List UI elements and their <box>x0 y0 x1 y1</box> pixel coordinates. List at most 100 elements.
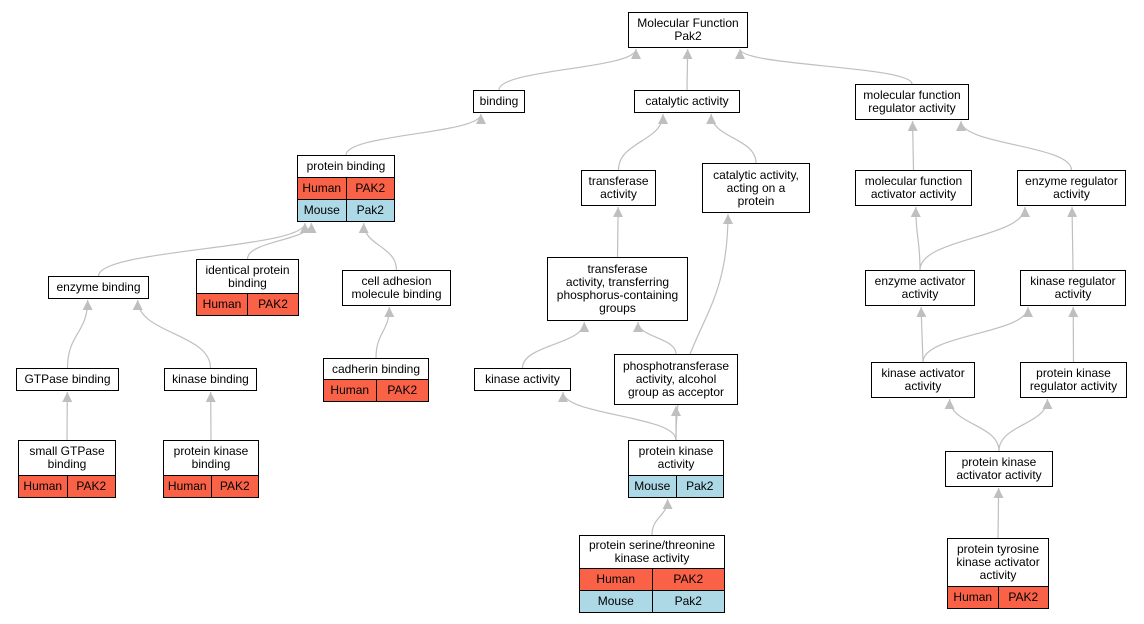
edge-pk-to-kinact <box>558 391 677 441</box>
gene-label: PAK2 <box>247 294 298 315</box>
node-catalytic-activity[interactable]: catalytic activity <box>634 90 740 113</box>
node-label: kinase binding <box>172 372 249 386</box>
node-protein-kinase-activator-activity[interactable]: protein kinase activator activity <box>945 451 1053 487</box>
ortholog-row-human: Human PAK2 <box>324 379 428 401</box>
edge-enzact-to-mfact <box>910 206 921 271</box>
gene-label: Pak2 <box>651 591 725 612</box>
node-transferase-activity[interactable]: transferase activity <box>581 170 656 206</box>
node-cell-adhesion-molecule-binding[interactable]: cell adhesion molecule binding <box>342 270 451 306</box>
node-cadherin-binding[interactable]: cadherin binding Human PAK2 <box>323 358 429 402</box>
node-label: kinase activator activity <box>881 366 965 393</box>
gene-label: PAK2 <box>375 380 429 401</box>
node-label: cell adhesion molecule binding <box>351 274 442 301</box>
node-label: protein binding <box>306 159 386 173</box>
edge-kinreg-to-enzreg <box>1067 206 1078 271</box>
node-label: small GTPase binding <box>29 444 105 471</box>
edge-enzact-to-enzreg <box>919 206 1030 271</box>
edge-pk-to-catprot <box>675 213 733 441</box>
node-label: protein kinase regulator activity <box>1029 366 1118 393</box>
node-phosphotransferase-activity[interactable]: phosphotransferase activity, alcohol gro… <box>614 354 738 405</box>
node-kinase-binding[interactable]: kinase binding <box>164 368 257 391</box>
species-label: Human <box>302 181 342 195</box>
node-label: enzyme regulator activity <box>1025 174 1118 201</box>
ortholog-row-human: Human PAK2 <box>19 475 115 497</box>
species-label: Human <box>330 383 370 397</box>
node-protein-kinase-regulator-activity[interactable]: protein kinase regulator activity <box>1020 362 1127 398</box>
node-label: enzyme binding <box>56 280 141 294</box>
gene-label: PAK2 <box>651 569 725 590</box>
node-protein-kinase-activity[interactable]: protein kinase activity Mouse Pak2 <box>628 440 724 498</box>
node-label: transferase activity <box>588 174 649 201</box>
node-label: kinase activity <box>485 372 560 386</box>
node-small-gtpase-binding[interactable]: small GTPase binding Human PAK2 <box>18 440 116 498</box>
node-label: kinase regulator activity <box>1030 274 1116 301</box>
edge-mfreg-to-mf <box>735 48 913 85</box>
gene-label: Pak2 <box>675 476 724 497</box>
node-transferase-phosphorus[interactable]: transferase activity, transferring phosp… <box>547 257 688 321</box>
edge-transfp-to-transf <box>613 206 624 258</box>
ortholog-row-human: Human PAK2 <box>298 177 394 199</box>
node-label: protein serine/threonine kinase activity <box>588 538 716 565</box>
edge-pkactv-to-pkreg <box>998 398 1053 452</box>
node-protein-kinase-binding[interactable]: protein kinase binding Human PAK2 <box>163 440 259 498</box>
gene-label: PAK2 <box>66 476 116 497</box>
gene-label: PAK2 <box>345 178 395 199</box>
edge-identbind-to-protbind <box>246 222 317 260</box>
edge-kinbind-to-enzbind <box>132 299 212 369</box>
node-enzyme-binding[interactable]: enzyme binding <box>48 276 149 299</box>
node-binding[interactable]: binding <box>473 90 525 113</box>
node-label: cadherin binding <box>331 361 421 376</box>
node-label: protein kinase activator activity <box>956 455 1042 482</box>
node-mf-regulator-activity[interactable]: molecular function regulator activity <box>855 84 969 120</box>
node-catalytic-activity-on-protein[interactable]: catalytic activity, acting on a protein <box>702 163 810 213</box>
node-gtpase-binding[interactable]: GTPase binding <box>16 368 119 391</box>
node-label: protein tyrosine kinase activator activi… <box>956 542 1040 582</box>
ortholog-row-mouse: Mouse Pak2 <box>629 475 723 497</box>
edge-kinactv-to-enzact <box>916 306 927 363</box>
edge-tyrkin-to-pkactv <box>993 487 1004 539</box>
ortholog-row-mouse: Mouse Pak2 <box>580 590 724 612</box>
edge-kinact-to-transfp <box>521 321 590 369</box>
node-kinase-activator-activity[interactable]: kinase activator activity <box>871 362 975 398</box>
edge-kinactv-to-kinreg <box>922 306 1033 363</box>
edge-protbind-to-binding <box>345 113 486 156</box>
node-label: molecular function activator activity <box>864 174 963 201</box>
edge-mfact-to-mfreg <box>907 120 918 171</box>
node-mf-activator-activity[interactable]: molecular function activator activity <box>855 170 972 206</box>
species-label: Human <box>167 479 207 493</box>
node-protein-serine-threonine-kinase-activity[interactable]: protein serine/threonine kinase activity… <box>579 535 725 613</box>
species-label: Human <box>953 590 993 604</box>
node-label: GTPase binding <box>24 372 111 386</box>
node-label: catalytic activity <box>645 94 729 108</box>
species-label: Mouse <box>597 594 634 608</box>
node-label: protein kinase binding <box>173 444 249 471</box>
node-protein-binding[interactable]: protein binding Human PAK2 Mouse Pak2 <box>297 155 395 222</box>
edge-serthr-to-pk <box>651 498 673 536</box>
edge-enzbind-to-protbind <box>97 222 310 277</box>
node-label: catalytic activity, acting on a protein <box>713 167 799 208</box>
ortholog-row-mouse: Mouse Pak2 <box>298 199 394 221</box>
species-label: Human <box>596 572 636 586</box>
edge-celladh-to-protbind <box>358 222 398 271</box>
node-enzyme-regulator-activity[interactable]: enzyme regulator activity <box>1017 170 1126 206</box>
node-identical-protein-binding[interactable]: identical protein binding Human PAK2 <box>196 259 299 316</box>
gene-label: Pak2 <box>345 200 395 221</box>
ortholog-row-human: Human PAK2 <box>197 293 298 315</box>
node-label: identical protein binding <box>205 262 290 290</box>
edge-catprot-to-catalytic <box>706 113 757 164</box>
ortholog-row-human: Human PAK2 <box>164 475 258 497</box>
node-label: enzyme activator activity <box>874 274 966 301</box>
node-kinase-activity[interactable]: kinase activity <box>474 368 571 391</box>
edge-pkactv-to-kinactv <box>944 398 1000 452</box>
node-molecular-function[interactable]: Molecular Function Pak2 <box>628 12 748 48</box>
node-enzyme-activator-activity[interactable]: enzyme activator activity <box>865 270 975 306</box>
node-label: molecular function regulator activity <box>863 88 961 115</box>
node-protein-tyrosine-kinase-activator-activity[interactable]: protein tyrosine kinase activator activi… <box>947 538 1049 609</box>
species-label: Mouse <box>634 479 671 493</box>
node-kinase-regulator-activity[interactable]: kinase regulator activity <box>1020 270 1126 306</box>
ortholog-row-human: Human PAK2 <box>580 568 724 590</box>
node-label: transferase activity, transferring phosp… <box>556 262 679 315</box>
gene-label: PAK2 <box>997 587 1049 608</box>
species-label: Human <box>202 297 242 311</box>
